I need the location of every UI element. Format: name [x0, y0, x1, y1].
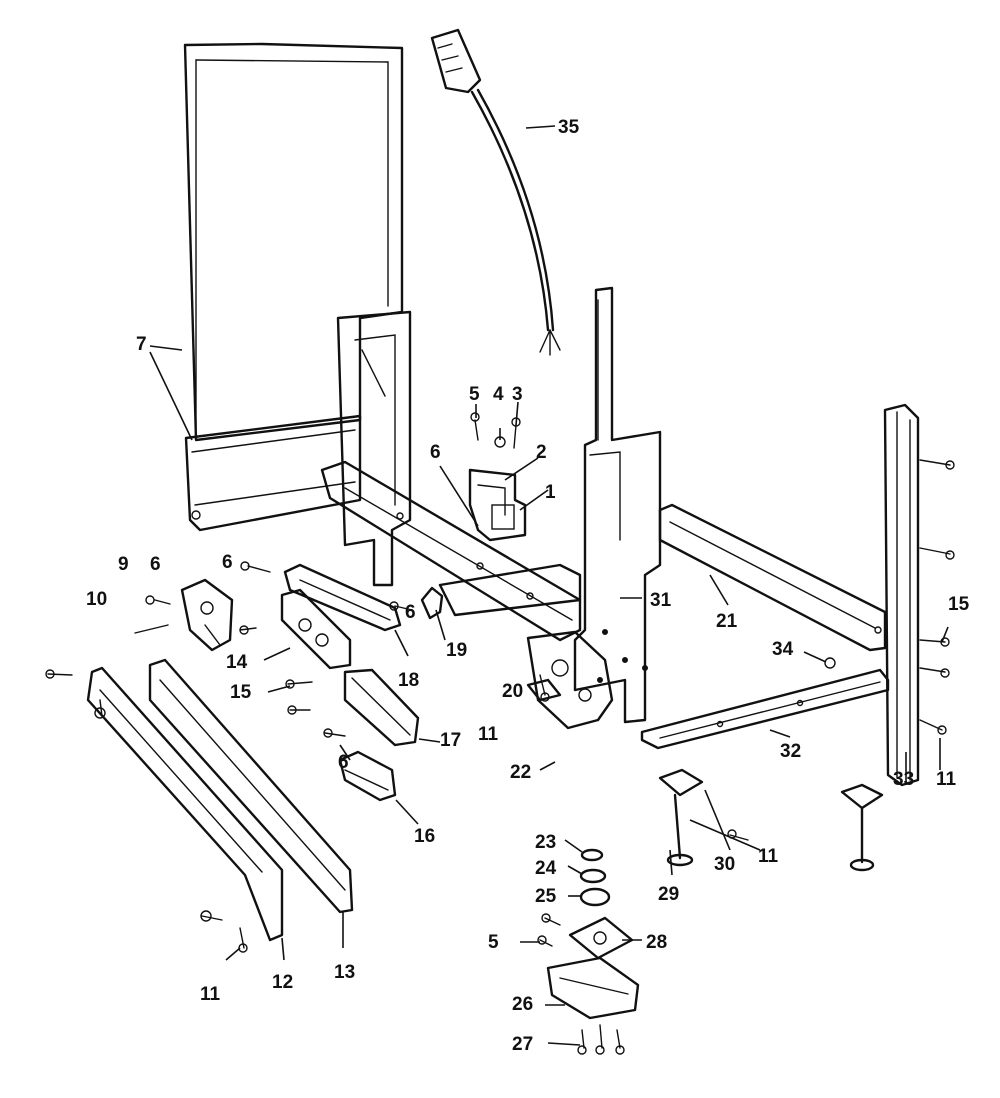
right-long-strip-part	[148, 658, 354, 914]
callout-2: 2	[536, 442, 547, 463]
right-side-bracket-part	[573, 286, 662, 724]
leader-lines	[149, 125, 949, 1046]
left-long-strip-part	[86, 666, 284, 942]
base-rail-part	[640, 668, 890, 750]
callout-27: 27	[512, 1034, 533, 1055]
pump-assembly-part	[526, 630, 614, 730]
callout-14: 14	[226, 652, 248, 673]
front-panel-part	[183, 42, 404, 532]
left-upright-bracket-part	[336, 310, 412, 587]
callout-15-left: 15	[230, 682, 252, 703]
valve-assembly-part	[180, 578, 234, 652]
right-leveler-part	[840, 783, 884, 872]
callout-4: 4	[493, 384, 504, 405]
leveler-part	[658, 768, 704, 867]
base-bracket-part	[546, 956, 640, 1020]
callout-labels: 1 2 3 4 5 5 6 6 6 6 6 7 9 10 11 11 11 11…	[86, 117, 970, 1055]
clip-part	[420, 586, 444, 620]
callout-10: 10	[86, 589, 107, 610]
callout-6-lower: 6	[338, 752, 349, 773]
callout-6-crossbar: 6	[405, 602, 416, 623]
switch-bracket-part	[468, 468, 527, 542]
callout-35: 35	[558, 117, 580, 138]
callout-19: 19	[446, 640, 467, 661]
callout-6-valve: 6	[150, 554, 161, 575]
power-cord-part	[430, 28, 561, 356]
callout-22: 22	[510, 762, 531, 783]
callout-6-hinge: 6	[222, 552, 233, 573]
callout-26: 26	[512, 994, 533, 1015]
callout-12: 12	[272, 972, 293, 993]
right-brace-part	[658, 503, 887, 652]
callout-9: 9	[118, 554, 129, 575]
callout-18: 18	[398, 670, 419, 691]
callout-28: 28	[646, 932, 667, 953]
callout-32: 32	[780, 741, 801, 762]
callout-11-left: 11	[200, 984, 221, 1005]
plate-part	[343, 668, 420, 747]
callout-1: 1	[545, 482, 556, 503]
callout-23: 23	[535, 832, 556, 853]
callout-30: 30	[714, 854, 735, 875]
callout-5-bottom: 5	[488, 932, 499, 953]
callout-15-right: 15	[948, 594, 970, 615]
hinge-bracket-part	[283, 563, 402, 632]
callout-6-upper: 6	[430, 442, 441, 463]
screw-hardware	[45, 412, 955, 1055]
callout-24: 24	[535, 858, 557, 879]
callout-31: 31	[650, 590, 672, 611]
callout-11-center: 11	[478, 724, 499, 745]
callout-25: 25	[535, 886, 557, 907]
callout-34: 34	[772, 639, 794, 660]
valve-block-part	[280, 588, 352, 670]
callout-7: 7	[136, 334, 147, 355]
callout-5-top: 5	[469, 384, 480, 405]
callout-17: 17	[440, 730, 461, 751]
right-upright-channel-part	[883, 403, 920, 787]
callout-11-leveler: 11	[758, 846, 779, 867]
callout-33: 33	[893, 769, 914, 790]
callout-20: 20	[502, 681, 523, 702]
mounting-plate-part	[568, 916, 634, 960]
callout-29: 29	[658, 884, 679, 905]
callout-11-right: 11	[936, 769, 957, 790]
callout-3: 3	[512, 384, 523, 405]
callout-13: 13	[334, 962, 355, 983]
callout-16: 16	[414, 826, 435, 847]
callout-21: 21	[716, 611, 738, 632]
lower-bracket-part	[338, 750, 397, 802]
base-crossbar-part	[320, 460, 582, 642]
washer-stack-part	[579, 848, 611, 907]
